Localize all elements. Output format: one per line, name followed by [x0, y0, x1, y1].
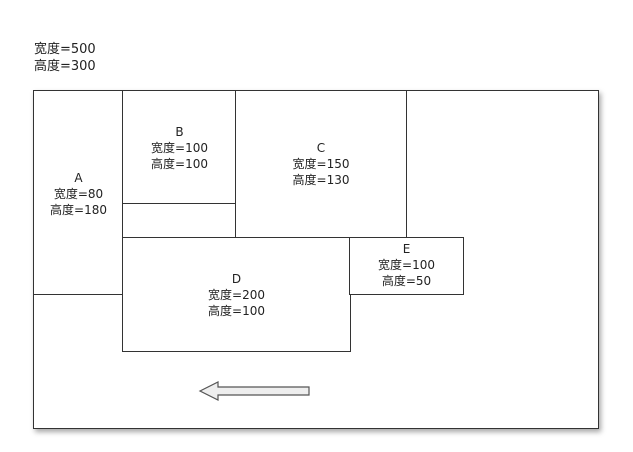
box-b-lower-cell — [122, 203, 237, 239]
box-b-label: B 宽度=100 高度=100 — [123, 124, 236, 172]
box-a-width: 宽度=80 — [53, 187, 104, 201]
box-e-height: 高度=50 — [381, 274, 432, 288]
box-c-name: C — [316, 141, 326, 155]
box-c-height: 高度=130 — [292, 173, 350, 187]
box-e-width: 宽度=100 — [378, 258, 435, 272]
box-e: E 宽度=100 高度=50 — [349, 237, 464, 295]
box-d-name: D — [231, 272, 242, 286]
box-c: C 宽度=150 高度=130 — [235, 90, 407, 239]
left-arrow-icon — [198, 381, 310, 401]
box-d-height: 高度=100 — [208, 304, 265, 318]
box-d: D 宽度=200 高度=100 — [122, 237, 351, 352]
box-b-height: 高度=100 — [151, 157, 208, 171]
box-e-name: E — [402, 242, 411, 256]
box-a-name: A — [74, 171, 83, 185]
box-d-width: 宽度=200 — [208, 288, 265, 302]
box-b: B 宽度=100 高度=100 — [122, 90, 237, 205]
box-b-name: B — [175, 125, 184, 139]
container-dimensions: 宽度=500 高度=300 — [34, 41, 96, 75]
container-width-label: 宽度=500 — [34, 42, 96, 57]
box-c-label: C 宽度=150 高度=130 — [236, 140, 406, 188]
box-a-height: 高度=180 — [50, 203, 107, 217]
box-a: A 宽度=80 高度=180 — [33, 90, 124, 295]
box-a-label: A 宽度=80 高度=180 — [34, 170, 123, 218]
box-d-label: D 宽度=200 高度=100 — [123, 271, 350, 319]
box-c-width: 宽度=150 — [292, 157, 350, 171]
container-height-label: 高度=300 — [34, 59, 96, 74]
box-e-label: E 宽度=100 高度=50 — [350, 241, 463, 289]
box-b-width: 宽度=100 — [151, 141, 208, 155]
